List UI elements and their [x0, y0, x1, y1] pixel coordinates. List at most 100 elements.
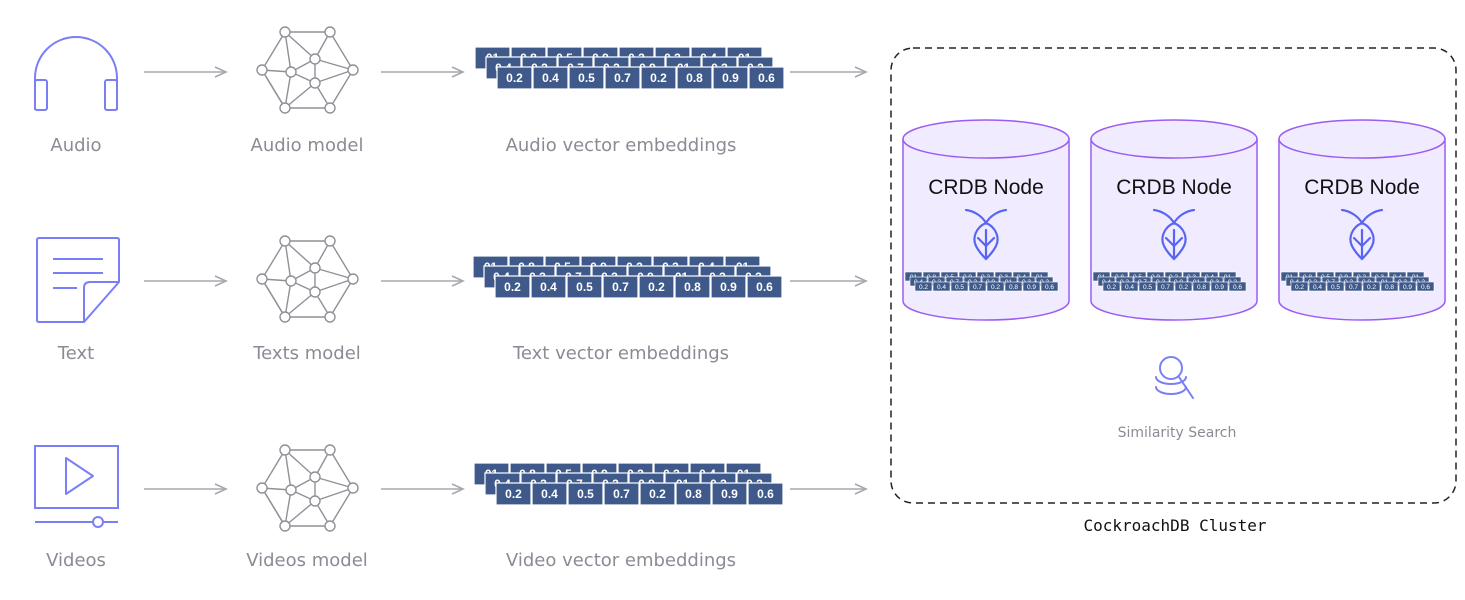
text-row: 010.80.50.90.20.30.4010.40.20.70.20.9010… [36, 235, 868, 323]
vector-value: 0.7 [614, 71, 631, 85]
vector-value: 0.2 [504, 280, 521, 294]
vector-embedding-stack: 010.80.50.90.20.30.4010.40.20.70.20.9010… [1280, 271, 1435, 292]
vector-cell [1362, 281, 1381, 292]
vector-value: 0.8 [1385, 284, 1394, 291]
vector-cell [1416, 281, 1435, 292]
vector-value: 0.2 [919, 284, 928, 291]
vector-value: 0.5 [1331, 284, 1340, 291]
vector-value: 0.2 [1367, 284, 1376, 291]
vector-value: 0.6 [1045, 284, 1054, 291]
vector-cell [1040, 281, 1059, 292]
vector-value: 0.6 [757, 487, 774, 501]
vector-value: 0.8 [686, 71, 703, 85]
vector-cell [675, 482, 712, 506]
vector-value: 0.2 [991, 284, 1000, 291]
vector-cell [1138, 281, 1157, 292]
vector-value: 0.6 [756, 280, 773, 294]
model-label-audio: Audio model [250, 135, 364, 156]
vector-cell [638, 275, 675, 299]
vector-cell [1228, 281, 1247, 292]
vector-value: 0.2 [649, 487, 666, 501]
node-title: CRDB Node [1116, 176, 1232, 199]
vector-value: 0.4 [542, 71, 559, 85]
vector-cell [604, 66, 641, 90]
vector-cell [567, 482, 604, 506]
cluster-boundary [890, 47, 1457, 504]
vector-cell [950, 281, 969, 292]
vector-value: 0.5 [577, 487, 594, 501]
vector-cell [1022, 281, 1041, 292]
vector-value: 0.7 [612, 280, 629, 294]
vector-value: 0.7 [1161, 284, 1170, 291]
vector-cell [986, 281, 1005, 292]
neural-network-icon [256, 235, 359, 323]
vector-value: 0.5 [955, 284, 964, 291]
vector-cell [530, 275, 567, 299]
vector-cell [1380, 281, 1399, 292]
vector-embedding-stack: 010.80.50.90.20.30.4010.40.20.70.20.9010… [1092, 271, 1247, 292]
vector-value: 0.2 [1179, 284, 1188, 291]
vector-cell [494, 275, 531, 299]
vector-cell [532, 66, 569, 90]
neural-network-icon [256, 26, 359, 114]
vector-value: 0.6 [1233, 284, 1242, 291]
vector-value: 0.4 [1313, 284, 1322, 291]
vector-cell [712, 66, 749, 90]
vector-cell [748, 66, 785, 90]
vector-cell [747, 482, 784, 506]
embedding-label-videos: Video vector embeddings [505, 550, 737, 571]
vector-value: 0.4 [937, 284, 946, 291]
vector-cell [566, 275, 603, 299]
vector-cell [746, 275, 783, 299]
audio-row: 010.80.50.90.20.30.4010.40.20.70.20.9010… [34, 26, 868, 114]
model-label-videos: Videos model [246, 550, 368, 571]
vector-value: 0.8 [1009, 284, 1018, 291]
vector-value: 0.9 [720, 280, 737, 294]
vector-value: 0.2 [1107, 284, 1116, 291]
vector-cell [1156, 281, 1175, 292]
crdb-node-2: 010.80.50.90.20.30.4010.40.20.70.20.9010… [1090, 119, 1258, 321]
vector-value: 0.7 [613, 487, 630, 501]
vector-value: 0.7 [1349, 284, 1358, 291]
vector-value: 0.2 [505, 487, 522, 501]
vector-cell [639, 482, 676, 506]
vector-value: 0.2 [650, 71, 667, 85]
vector-cell [914, 281, 933, 292]
vector-cell [603, 482, 640, 506]
vector-cell [1192, 281, 1211, 292]
input-label-videos: Videos [46, 550, 106, 571]
vector-embedding-stack: 010.80.50.90.20.30.4010.40.20.70.20.9010… [904, 271, 1059, 292]
vector-value: 0.8 [684, 280, 701, 294]
vector-cell [676, 66, 713, 90]
vector-value: 0.9 [721, 487, 738, 501]
vector-cell [968, 281, 987, 292]
vector-cell [1174, 281, 1193, 292]
vector-cell [1102, 281, 1121, 292]
similarity-search-icon [1155, 356, 1194, 399]
vector-cell [1398, 281, 1417, 292]
vector-cell [640, 66, 677, 90]
cluster-label: CockroachDB Cluster [1083, 516, 1267, 535]
vector-value: 0.5 [578, 71, 595, 85]
vector-value: 0.9 [1027, 284, 1036, 291]
input-label-audio: Audio [50, 135, 102, 156]
vector-cell [1004, 281, 1023, 292]
model-label-text: Texts model [253, 343, 361, 364]
vector-cell [1120, 281, 1139, 292]
document-icon [36, 237, 120, 323]
vector-value: 0.7 [973, 284, 982, 291]
vector-cell [674, 275, 711, 299]
vector-cell [568, 66, 605, 90]
vector-cell [1290, 281, 1309, 292]
vector-embedding-stack: 010.80.50.90.20.30.4010.40.20.70.20.9010… [473, 462, 784, 506]
vector-value: 0.6 [1421, 284, 1430, 291]
vector-embedding-stack: 010.80.50.90.20.30.4010.40.20.70.20.9010… [472, 255, 783, 299]
vector-value: 0.6 [758, 71, 775, 85]
neural-network-icon [256, 444, 359, 532]
vector-value: 0.5 [576, 280, 593, 294]
vector-value: 0.8 [685, 487, 702, 501]
vector-embedding-stack: 010.80.50.90.20.30.4010.40.20.70.20.9010… [474, 46, 785, 90]
input-label-text: Text [57, 343, 95, 364]
vector-value: 0.2 [1295, 284, 1304, 291]
crdb-node-3: 010.80.50.90.20.30.4010.40.20.70.20.9010… [1278, 119, 1446, 321]
